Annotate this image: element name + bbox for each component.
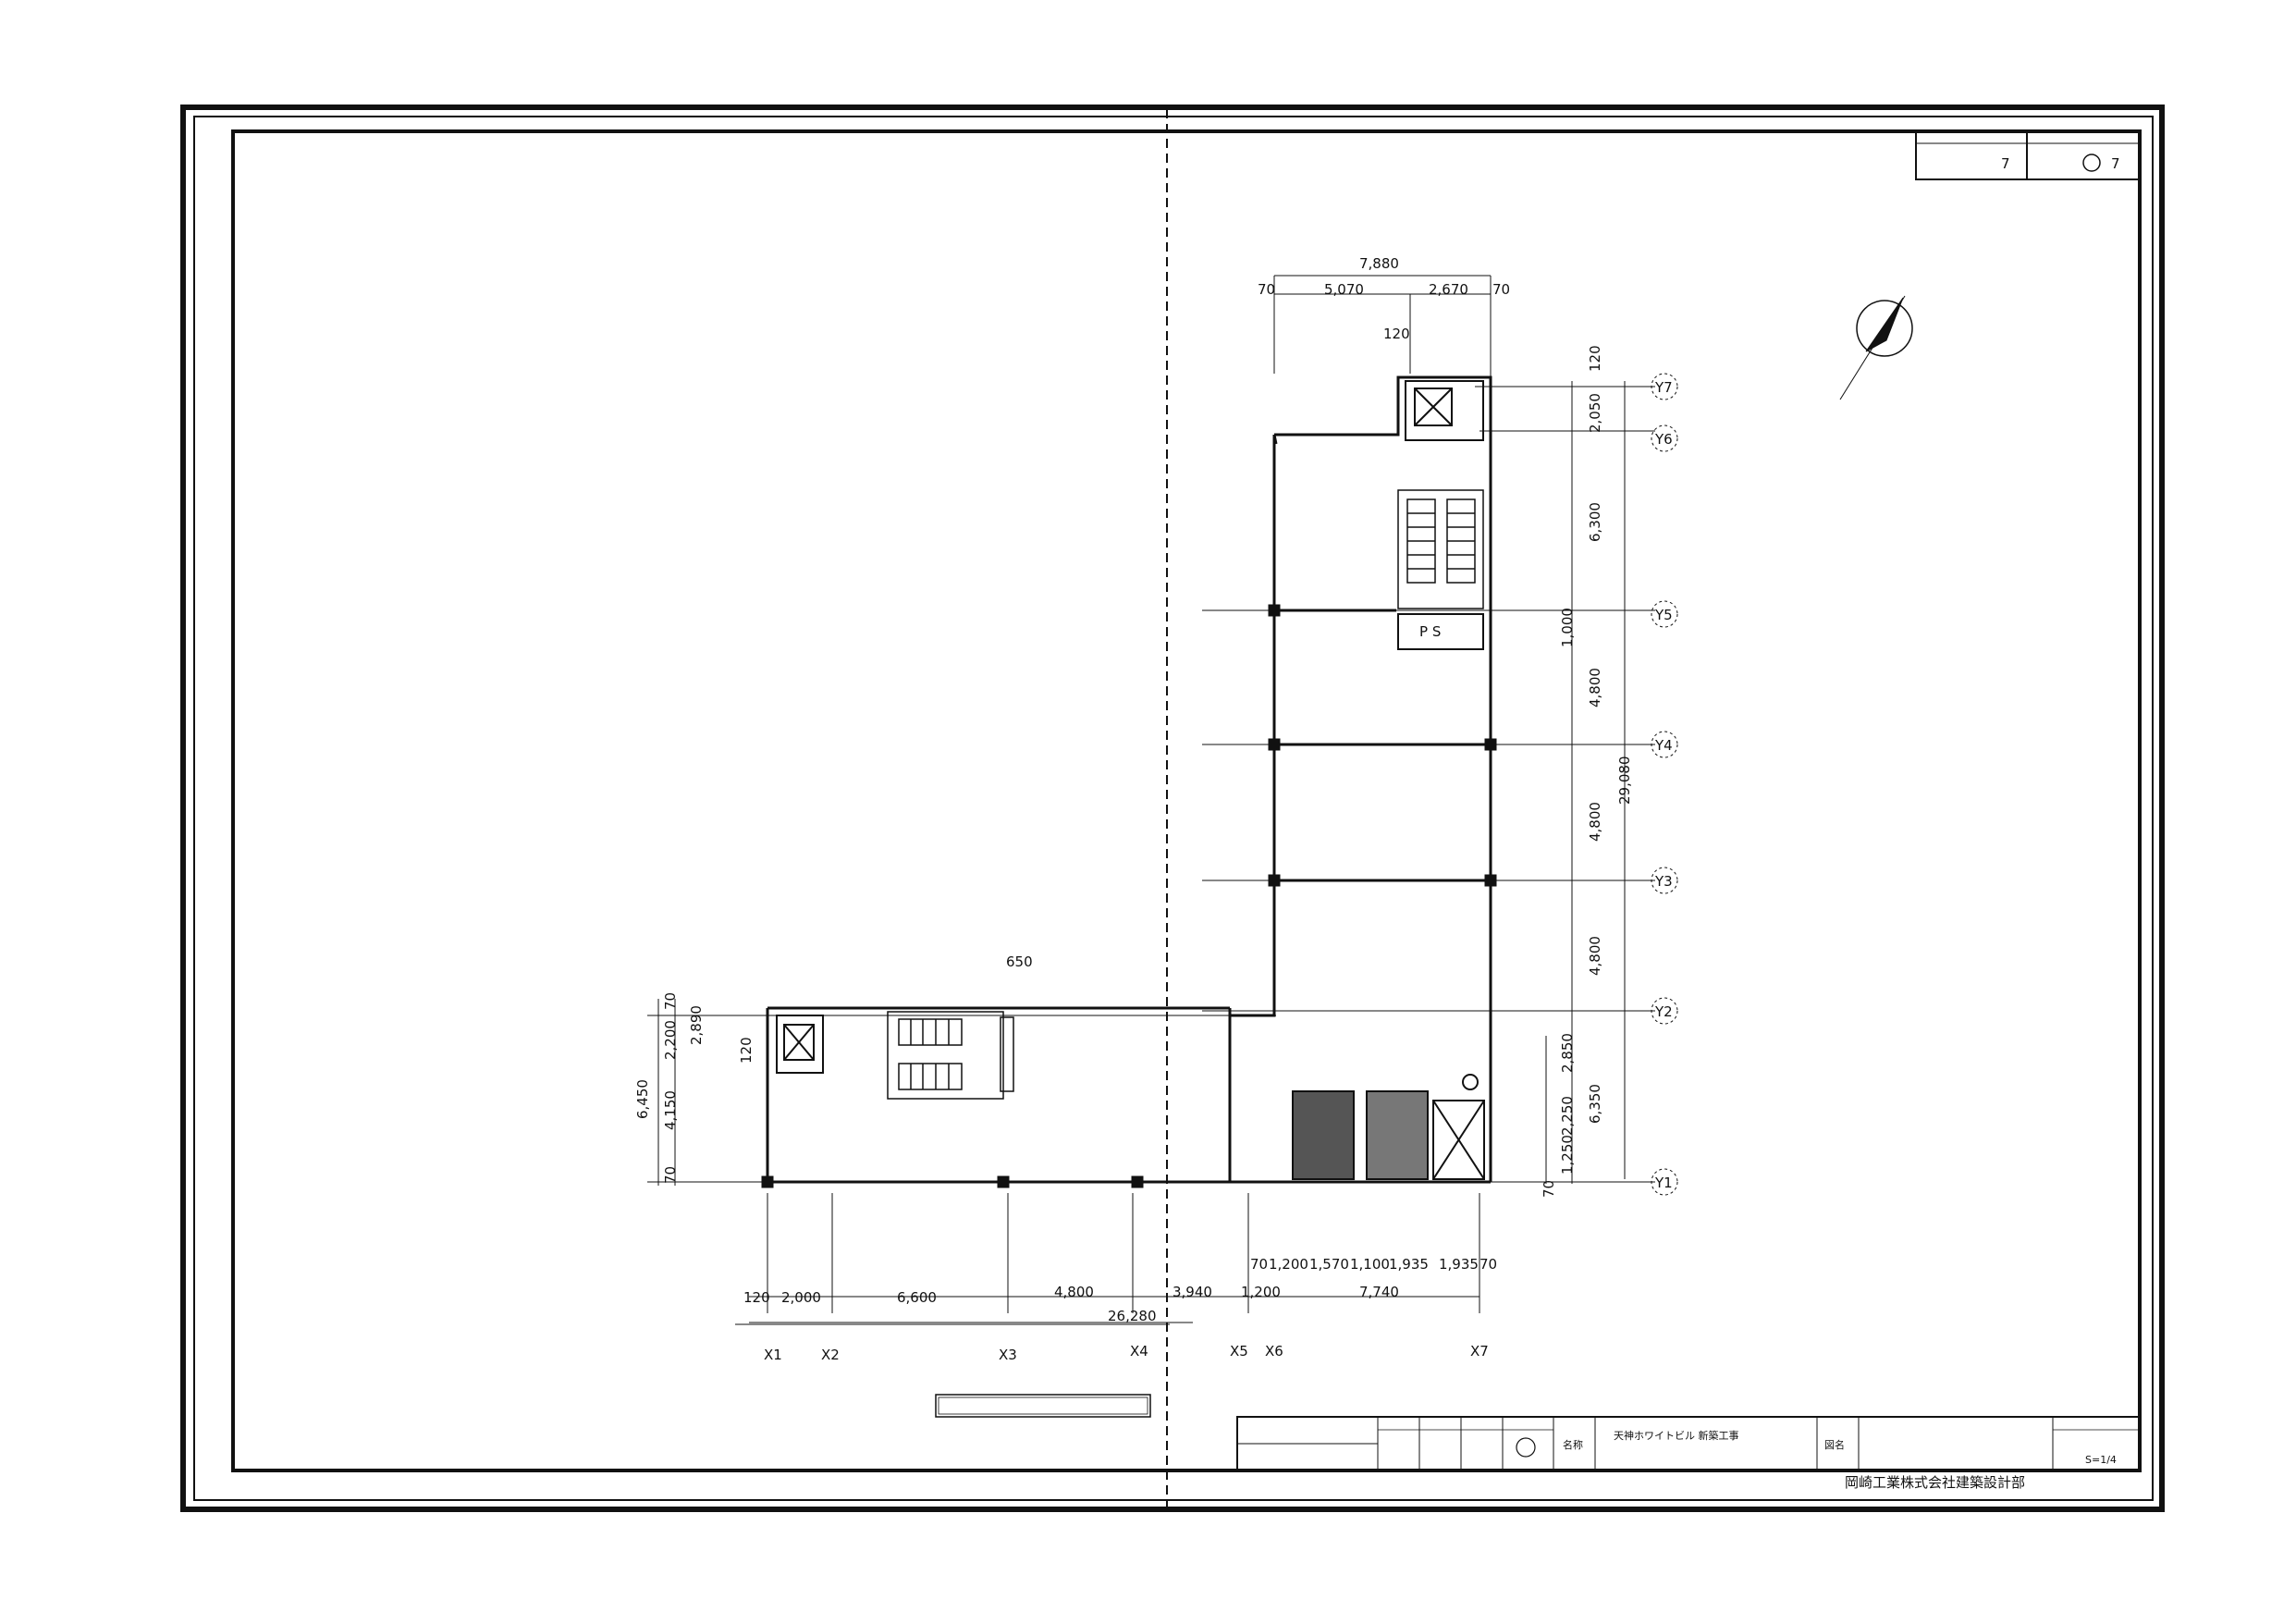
north-arrow-icon — [1839, 295, 1913, 400]
dim-right-6300: 6,300 — [1587, 502, 1603, 542]
drawing-no-value: 7 — [2001, 155, 2010, 172]
dim-right-29080: 29,080 — [1616, 757, 1633, 806]
dim-bottom-1100: 1,100 — [1350, 1256, 1390, 1273]
dim-bottom-2000: 2,000 — [781, 1289, 821, 1306]
dim-right-120: 120 — [1587, 345, 1603, 372]
axis-y3-label: Y3 — [1654, 873, 1673, 890]
dim-bottom-6600: 6,600 — [897, 1289, 937, 1306]
dim-right-4800-c: 4,800 — [1587, 936, 1603, 976]
left-wing-walls — [761, 1006, 1232, 1188]
dim-top-120: 120 — [1383, 326, 1410, 342]
dim-bottom-overall: 26,280 — [1108, 1308, 1157, 1324]
axis-y4-label: Y4 — [1654, 737, 1673, 754]
dim-right-2050: 2,050 — [1587, 393, 1603, 433]
ps-room: P S — [1397, 613, 1484, 650]
dim-left-2200: 2,200 — [662, 1020, 679, 1060]
dim-right-6350: 6,350 — [1587, 1084, 1603, 1124]
dim-right-2250: 2,250 — [1559, 1096, 1576, 1136]
dimension-labels: 7,880 70 5,070 2,670 70 120 120 2,050 6,… — [634, 255, 1633, 1324]
axis-y7: Y7 — [1651, 373, 1678, 400]
axis-y6: Y6 — [1651, 424, 1678, 452]
project-name: 天神ホワイトビル 新築工事 — [1614, 1429, 1739, 1442]
dim-top-2670: 2,670 — [1429, 281, 1468, 298]
dim-top-650: 650 — [1006, 953, 1033, 970]
axis-y3: Y3 — [1651, 867, 1678, 894]
axis-x2-label: X2 — [821, 1347, 840, 1363]
dim-right-1000: 1,000 — [1559, 608, 1576, 647]
stair-icon — [1397, 489, 1484, 609]
dim-bottom-7740: 7,740 — [1359, 1284, 1399, 1300]
dim-bottom-70-b: 70 — [1480, 1256, 1497, 1273]
axis-y7-label: Y7 — [1654, 379, 1673, 396]
elevator-core-top — [1405, 380, 1484, 441]
axis-y6-label: Y6 — [1654, 431, 1673, 448]
scale-text: S=1/4 — [2085, 1454, 2117, 1466]
axis-y4: Y4 — [1651, 731, 1678, 758]
axis-y5: Y5 — [1651, 600, 1678, 628]
service-core — [1292, 1074, 1485, 1180]
drawing-label: 図名 — [1824, 1438, 1845, 1451]
approval-stamp-icon — [1516, 1437, 1536, 1458]
dim-top-70-left: 70 — [1258, 281, 1275, 298]
sheet-border — [180, 105, 2165, 1512]
dim-right-1250: 1,250 — [1559, 1135, 1576, 1175]
dim-top-overall: 7,880 — [1359, 255, 1399, 272]
dim-bottom-1200-b: 1,200 — [1241, 1284, 1281, 1300]
dim-bottom-1200: 1,200 — [1269, 1256, 1308, 1273]
drawing-number-box: 7 7 — [1915, 130, 2141, 180]
dim-left-70-bottom: 70 — [662, 1166, 679, 1184]
ps-room-label: P S — [1419, 623, 1441, 640]
dim-bottom-1935-a: 1,935 — [1389, 1256, 1429, 1273]
dim-bottom-4800: 4,800 — [1054, 1284, 1094, 1300]
dim-left-120: 120 — [738, 1037, 755, 1064]
axis-y2: Y2 — [1651, 997, 1678, 1025]
dim-bottom-1570: 1,570 — [1309, 1256, 1349, 1273]
stamp-icon — [2082, 154, 2101, 172]
firm-name: 岡崎工業株式会社建築設計部 — [1845, 1474, 2025, 1491]
title-block: 名称 天神ホワイトビル 新築工事 図名 S=1/4 — [1236, 1416, 2141, 1471]
axis-y1-label: Y1 — [1654, 1175, 1673, 1191]
dim-left-2890: 2,890 — [688, 1005, 705, 1045]
axis-x4-label: X4 — [1130, 1343, 1148, 1359]
dim-right-4800-b: 4,800 — [1587, 802, 1603, 842]
axis-labels: Y7 Y6 Y5 Y4 Y3 Y2 Y1 X1 X2 X3 X4 X5 X6 X… — [764, 373, 1678, 1363]
dim-bottom-3940: 3,940 — [1173, 1284, 1212, 1300]
sheet-no-value: 7 — [2111, 155, 2120, 172]
axis-x1-label: X1 — [764, 1347, 782, 1363]
dim-bottom-1935-b: 1,935 — [1439, 1256, 1479, 1273]
axis-x5-label: X5 — [1230, 1343, 1248, 1359]
dim-top-70-right: 70 — [1492, 281, 1510, 298]
name-label: 名称 — [1563, 1438, 1583, 1451]
grid-lines — [647, 275, 1655, 1325]
main-building-walls — [1228, 375, 1497, 1184]
dim-bottom-120: 120 — [743, 1289, 770, 1306]
axis-x3-label: X3 — [999, 1347, 1017, 1363]
axis-y2-label: Y2 — [1654, 1003, 1673, 1020]
dim-left-70-top: 70 — [662, 992, 679, 1010]
dim-right-4800-a: 4,800 — [1587, 668, 1603, 707]
dim-bottom-70-a: 70 — [1250, 1256, 1268, 1273]
axis-y5-label: Y5 — [1654, 607, 1673, 623]
dim-left-4150: 4,150 — [662, 1090, 679, 1130]
dim-right-2850: 2,850 — [1559, 1033, 1576, 1073]
axis-x7-label: X7 — [1470, 1343, 1489, 1359]
axis-x6-label: X6 — [1265, 1343, 1283, 1359]
left-elevator — [776, 1015, 824, 1074]
left-stair-icon — [887, 1011, 1014, 1100]
dim-left-6450: 6,450 — [634, 1079, 651, 1119]
axis-y1: Y1 — [1651, 1168, 1678, 1196]
drawing-title-box — [935, 1394, 1151, 1418]
dim-top-5070: 5,070 — [1324, 281, 1364, 298]
dim-right-70: 70 — [1541, 1180, 1557, 1198]
